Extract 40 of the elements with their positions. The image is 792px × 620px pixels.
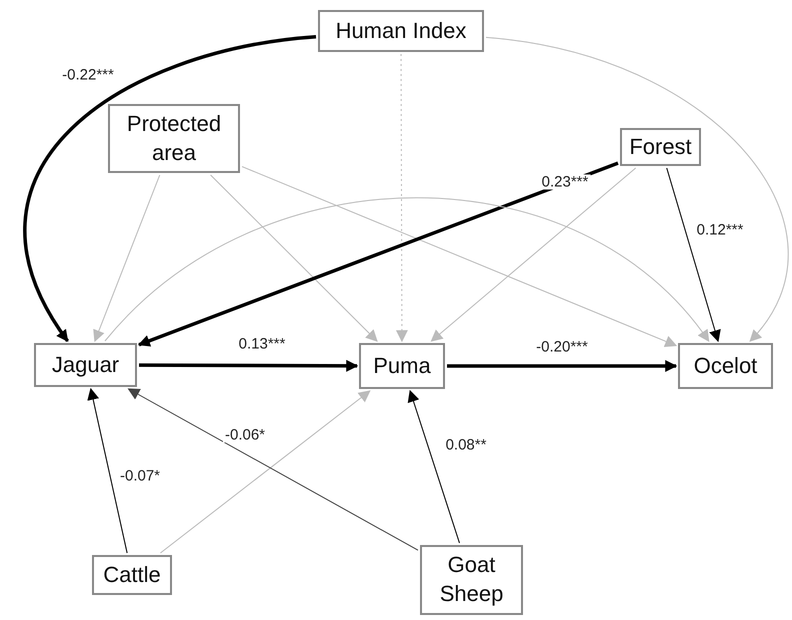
- edge-label: -0.22***: [60, 68, 116, 82]
- variable-box: [359, 343, 445, 389]
- variable-box: [92, 555, 172, 595]
- edge-label: 0.12***: [694, 222, 746, 238]
- variable-name: Forest: [629, 132, 692, 161]
- arrow: [23, 35, 316, 342]
- arrow: [242, 166, 678, 347]
- edge-label: -0.06*: [222, 428, 268, 442]
- variable-name: Human Index: [336, 16, 466, 45]
- edge-label: 0.13***: [236, 336, 288, 352]
- variable-box: [108, 104, 240, 173]
- variable-box: [318, 10, 484, 52]
- arrow: [430, 168, 636, 342]
- arrow: [87, 388, 128, 554]
- variable-name: Jaguar: [52, 350, 120, 379]
- variable-box: [34, 343, 137, 387]
- arrow: [93, 174, 160, 342]
- arrow: [160, 390, 371, 554]
- arrow: [408, 390, 460, 544]
- variable-box: [678, 343, 773, 389]
- variable-name: Protected area: [126, 110, 222, 166]
- arrow: [486, 36, 789, 342]
- arrow: [396, 54, 408, 342]
- variable-box: [420, 545, 523, 615]
- variable-name: Puma: [373, 352, 431, 380]
- edge-label: -0.20***: [534, 340, 590, 354]
- edge-label: 0.23***: [540, 174, 590, 190]
- variable-box: [620, 128, 701, 166]
- arrow: [138, 161, 619, 346]
- arrow: [104, 197, 710, 342]
- arrow: [447, 360, 678, 372]
- arrow: [666, 168, 721, 342]
- variable-name: Ocelot: [694, 352, 758, 380]
- edge-label: 0.08**: [444, 438, 488, 452]
- arrow: [139, 360, 358, 372]
- arrow: [210, 174, 378, 342]
- variable-name: Goat Sheep: [438, 551, 504, 608]
- variable-name: Cattle: [103, 560, 161, 589]
- arrow: [128, 388, 418, 551]
- edge-label: -0.07*: [118, 468, 162, 484]
